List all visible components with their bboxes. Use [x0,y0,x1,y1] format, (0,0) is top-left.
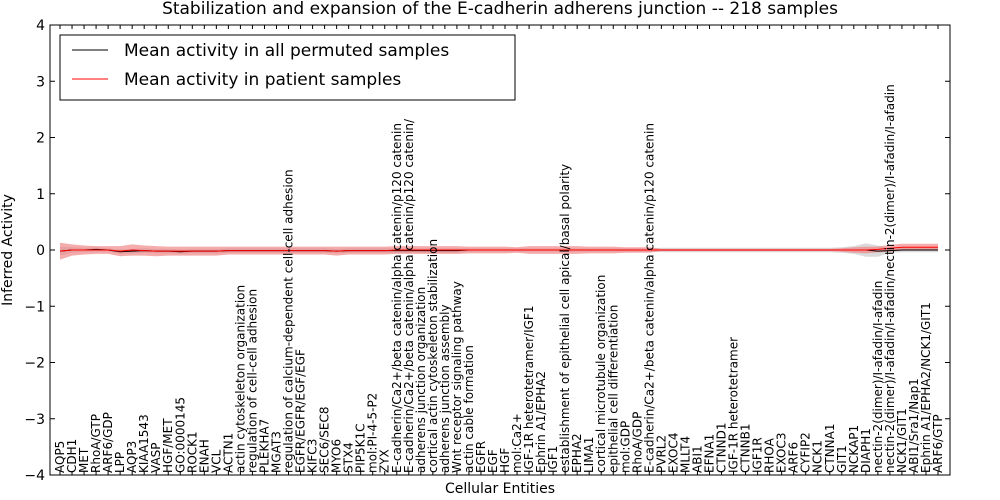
entity-label: RHOA [763,437,777,473]
entity-label: CTNND1 [715,422,729,473]
y-tick-label: −4 [24,468,45,484]
entity-label: ARF6/GTP [931,414,945,473]
legend-box [59,34,516,101]
entity-label: CYFIP2 [799,432,813,473]
entity-label: EGF [486,449,500,473]
y-tick-label: −2 [24,356,45,372]
entity-label: actin cable formation [462,345,476,473]
entity-label: IGF-1R heterotetramer/IGF1 [522,306,536,473]
y-tick-label: −3 [24,412,45,428]
entity-label: LPP [113,452,127,473]
entity-labels: AQP5CDH1METRhoA/GTPARF6/GDPLPPAQP3KIAA15… [53,84,945,473]
entity-label: EFNA1 [703,434,717,473]
entity-label: ROCK1 [185,431,199,473]
entity-label: EGFR/EGFR/EGF/EGF [294,349,308,473]
entity-label: ARF6 [787,442,801,473]
entity-label: NCKAP1 [847,425,861,473]
entity-label: EXOC4 [666,433,680,474]
y-axis-ticks: −4 −3 −2 −1 0 1 2 3 4 [24,18,950,484]
entity-label: AQP5 [53,441,67,473]
entity-label: PLEKHA7 [258,419,272,473]
entity-label: mol:Ca2+ [510,413,524,473]
y-tick-label: −1 [24,299,45,315]
entity-label: AQP3 [125,441,139,473]
entity-label: E-cadherin/Ca2+/beta catenin/alpha caten… [642,123,656,473]
entity-label: ABI1/Sra1/Nap1 [907,378,921,473]
y-tick-label: 2 [36,131,45,147]
entity-label: E-cadherin/Ca2+/beta catenin/alpha caten… [402,118,416,473]
entity-label: adherens junction assembly [438,304,452,473]
entity-label: SEC6/SEC8 [318,407,332,473]
entity-label: MYO6 [330,439,344,473]
entity-label: cortical microtubule organization [594,275,608,473]
y-tick-label: 4 [36,18,45,34]
entity-label: CTNNA1 [823,423,837,473]
entity-label: ACTN1 [221,433,235,473]
entity-label: regulation of calcium-dependent cell-cel… [282,169,296,473]
entity-label: ARF6/GDP [101,412,115,473]
entity-label: Ephrin A1/EPHA2/NCK1/GIT1 [919,302,933,473]
entity-label: adherens junction organization [414,287,428,473]
entity-label: EXOC3 [775,433,789,474]
line-patient [59,246,938,252]
entity-label: EPHA2 [570,433,584,473]
entity-label: STX4 [342,442,356,473]
entity-label: ENAH [197,439,211,473]
entity-label: nectin-2(dimer)/I-afadin/I-afadin/nectin… [883,84,897,473]
y-tick-label: 1 [36,187,45,203]
band-patient [60,242,938,260]
entity-label: MGAT3 [270,431,284,473]
entity-label: epithelial cell differentiation [606,305,620,473]
entity-label: mol:GDP [618,421,632,473]
entity-label: NCK1 [811,440,825,473]
entity-label: NCK1/GIT1 [895,408,909,473]
entity-label: EGFR [474,441,488,473]
entity-label: regulation of cell-cell adhesion [245,289,259,473]
entity-label: RhoA/GTP [89,414,103,473]
legend-label-permuted: Mean activity in all permuted samples [124,41,449,61]
y-tick-label: 0 [36,243,45,259]
entity-label: ZYX [378,449,392,473]
entity-label: HGF/MET [161,418,175,473]
y-axis-label: Inferred Activity [0,194,16,306]
entity-label: PIP5K1C [354,423,368,473]
entity-label: GO:0000145 [173,397,187,473]
entity-label: VCL [209,449,223,473]
entity-label: DIAPH1 [859,428,873,473]
entity-label: mol:PI-4-5-P2 [366,393,380,473]
entity-label: HGF [498,448,512,473]
chart-title: Stabilization and expansion of the E-cad… [162,0,838,19]
entity-label: CTNNB1 [739,423,753,473]
entity-label: LIMA1 [582,437,596,473]
entity-label: KIAA1543 [137,414,151,473]
entity-label: establishment of epithelial cell apical/… [558,164,572,473]
entity-label: Wnt receptor signaling pathway [450,281,464,473]
entity-label: cortical actin cytoskeleton stabilizatio… [426,239,440,473]
entity-label: RhoA/GDP [630,412,644,473]
legend: Mean activity in all permuted samples Me… [59,34,516,101]
entity-label: IGF1 [546,446,560,473]
legend-label-patient: Mean activity in patient samples [124,70,401,90]
entity-label: nectin-2(dimer)/I-afadin/I-afadin [871,281,885,473]
entity-label: GIT1 [835,445,849,473]
entity-label: IGF-1R heterotetramer [727,337,741,473]
entity-label: KIFC3 [306,439,320,473]
y-tick-label: 3 [36,74,45,90]
series-lines [59,246,938,253]
entity-label: MET [77,447,91,473]
entity-label: actin cytoskeleton organization [233,285,247,473]
entity-label: Ephrin A1/EPHA2 [534,371,548,473]
entity-label: E-cadherin/Ca2+/beta catenin/alpha caten… [390,123,404,473]
entity-label: VASP [149,442,163,473]
entity-label: MLLT4 [678,436,692,473]
x-axis-label: Cellular Entities [445,481,555,497]
entity-label: IGF1R [751,437,765,473]
entity-label: PVRL2 [654,435,668,473]
entity-label: ABI1 [691,445,705,473]
entity-label: CDH1 [65,439,79,473]
